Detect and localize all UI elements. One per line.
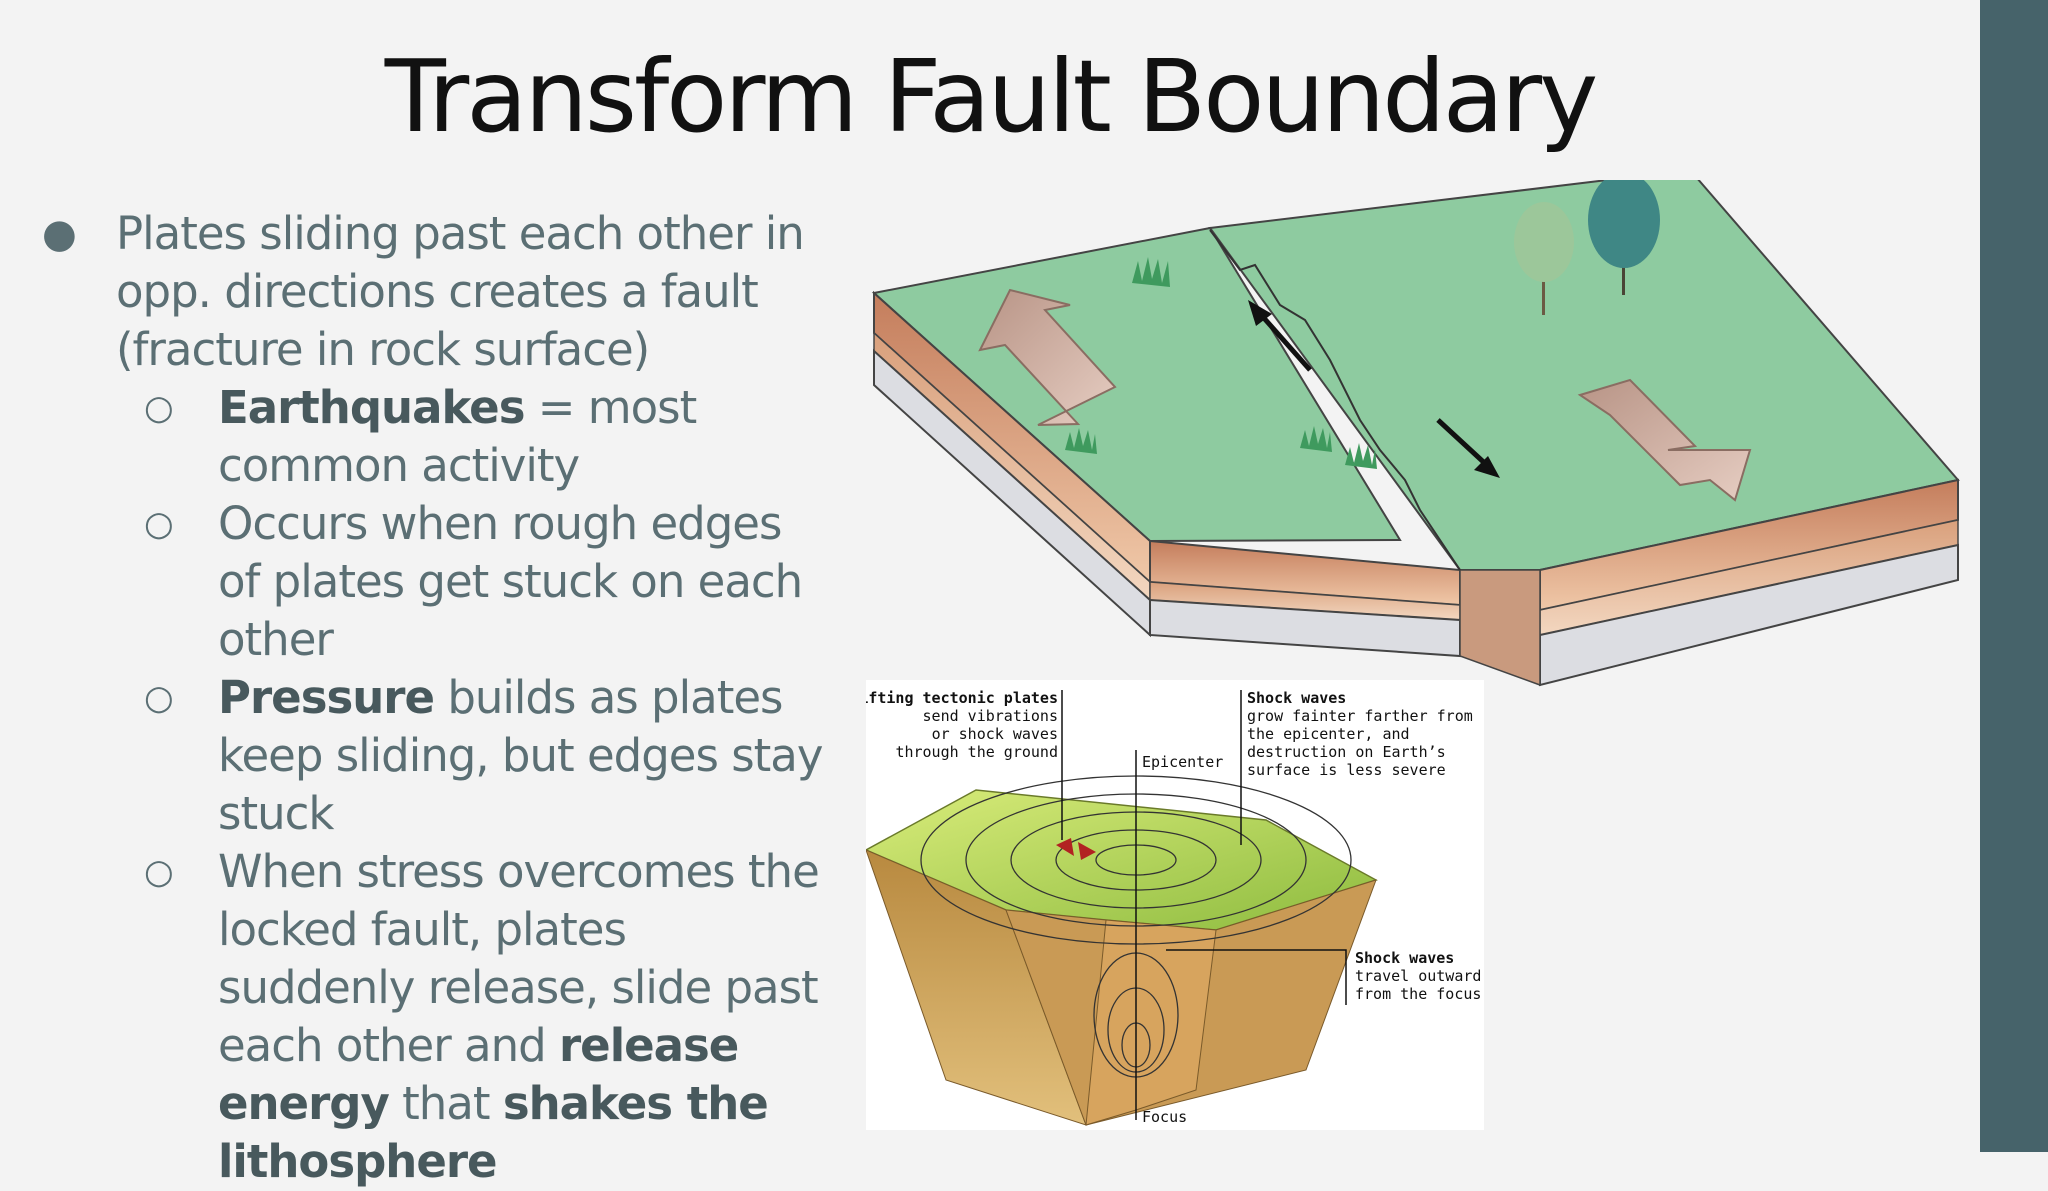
plate-motion-arrow-icon [1577,378,1752,502]
transform-fault-diagram [871,180,1960,687]
sub-bullet-text: = most common activity [218,381,697,492]
label-epicenter: Epicenter [1142,753,1223,771]
label-shock-top-3: destruction on Earth’s [1247,743,1446,761]
label-shock-top-title: Shock waves [1247,689,1346,707]
sub-bullet-release: ○ When stress overcomes the locked fault… [40,843,830,1191]
plate-motion-arrow-icon [978,288,1117,426]
sub-bullet-circle-icon: ○ [144,388,174,428]
bullet-dot-icon: ● [42,211,77,257]
sub-bullet-text: that [388,1077,503,1130]
plate-motion-arrow-icon [1056,838,1074,856]
fault-line [1209,229,1461,571]
tree-icon [1514,180,1660,315]
label-focus: Focus [1142,1108,1187,1126]
bullet-list: ● Plates sliding past each other in opp.… [40,205,830,1191]
sub-bullet-circle-icon: ○ [144,852,174,892]
label-shock-top-2: the epicenter, and [1247,725,1410,743]
sub-bullet-text: Occurs when rough edges of plates get st… [218,497,803,666]
sub-bullet-bold: Earthquakes [218,381,525,434]
earthquake-diagram: Shifting tectonic plates send vibrations… [866,680,1484,1130]
sub-bullet-circle-icon: ○ [144,678,174,718]
label-shock-right-1: travel outward [1355,967,1481,985]
bullet-main-text: Plates sliding past each other in opp. d… [116,207,805,376]
label-shifting-title: Shifting tectonic plates [866,689,1058,707]
sub-bullet-bold: release energy [218,1019,739,1130]
sidebar-accent [1980,0,2048,1152]
sub-bullet-text: builds as plates keep sliding, but edges… [218,671,823,840]
sub-bullet-rough-edges: ○ Occurs when rough edges of plates get … [40,495,830,669]
slide-title: Transform Fault Boundary [384,38,1599,155]
label-shock-right-title: Shock waves [1355,949,1454,967]
label-shifting-1: send vibrations [923,707,1058,725]
sub-bullet-bold: Pressure [218,671,435,724]
label-shock-right-2: from the focus [1355,985,1481,1003]
label-shock-top-1: grow fainter farther from [1247,707,1473,725]
bullet-main: ● Plates sliding past each other in opp.… [40,205,830,379]
sub-bullet-earthquakes: ○ Earthquakes = most common activity [40,379,830,495]
slide: Transform Fault Boundary ● Plates slidin… [42,38,1960,1188]
fault-motion-arrows [1248,300,1500,478]
sub-bullet-pressure: ○ Pressure builds as plates keep sliding… [40,669,830,843]
right-plate [1208,180,1960,687]
sub-bullet-circle-icon: ○ [144,504,174,544]
sub-bullet-text: When stress overcomes the locked fault, … [218,845,820,1072]
label-shifting-3: through the ground [895,743,1058,761]
grass-icon [1065,257,1377,469]
plate-motion-arrow-icon [1078,842,1096,860]
label-shock-top-4: surface is less severe [1247,761,1446,779]
label-shifting-2: or shock waves [932,725,1058,743]
